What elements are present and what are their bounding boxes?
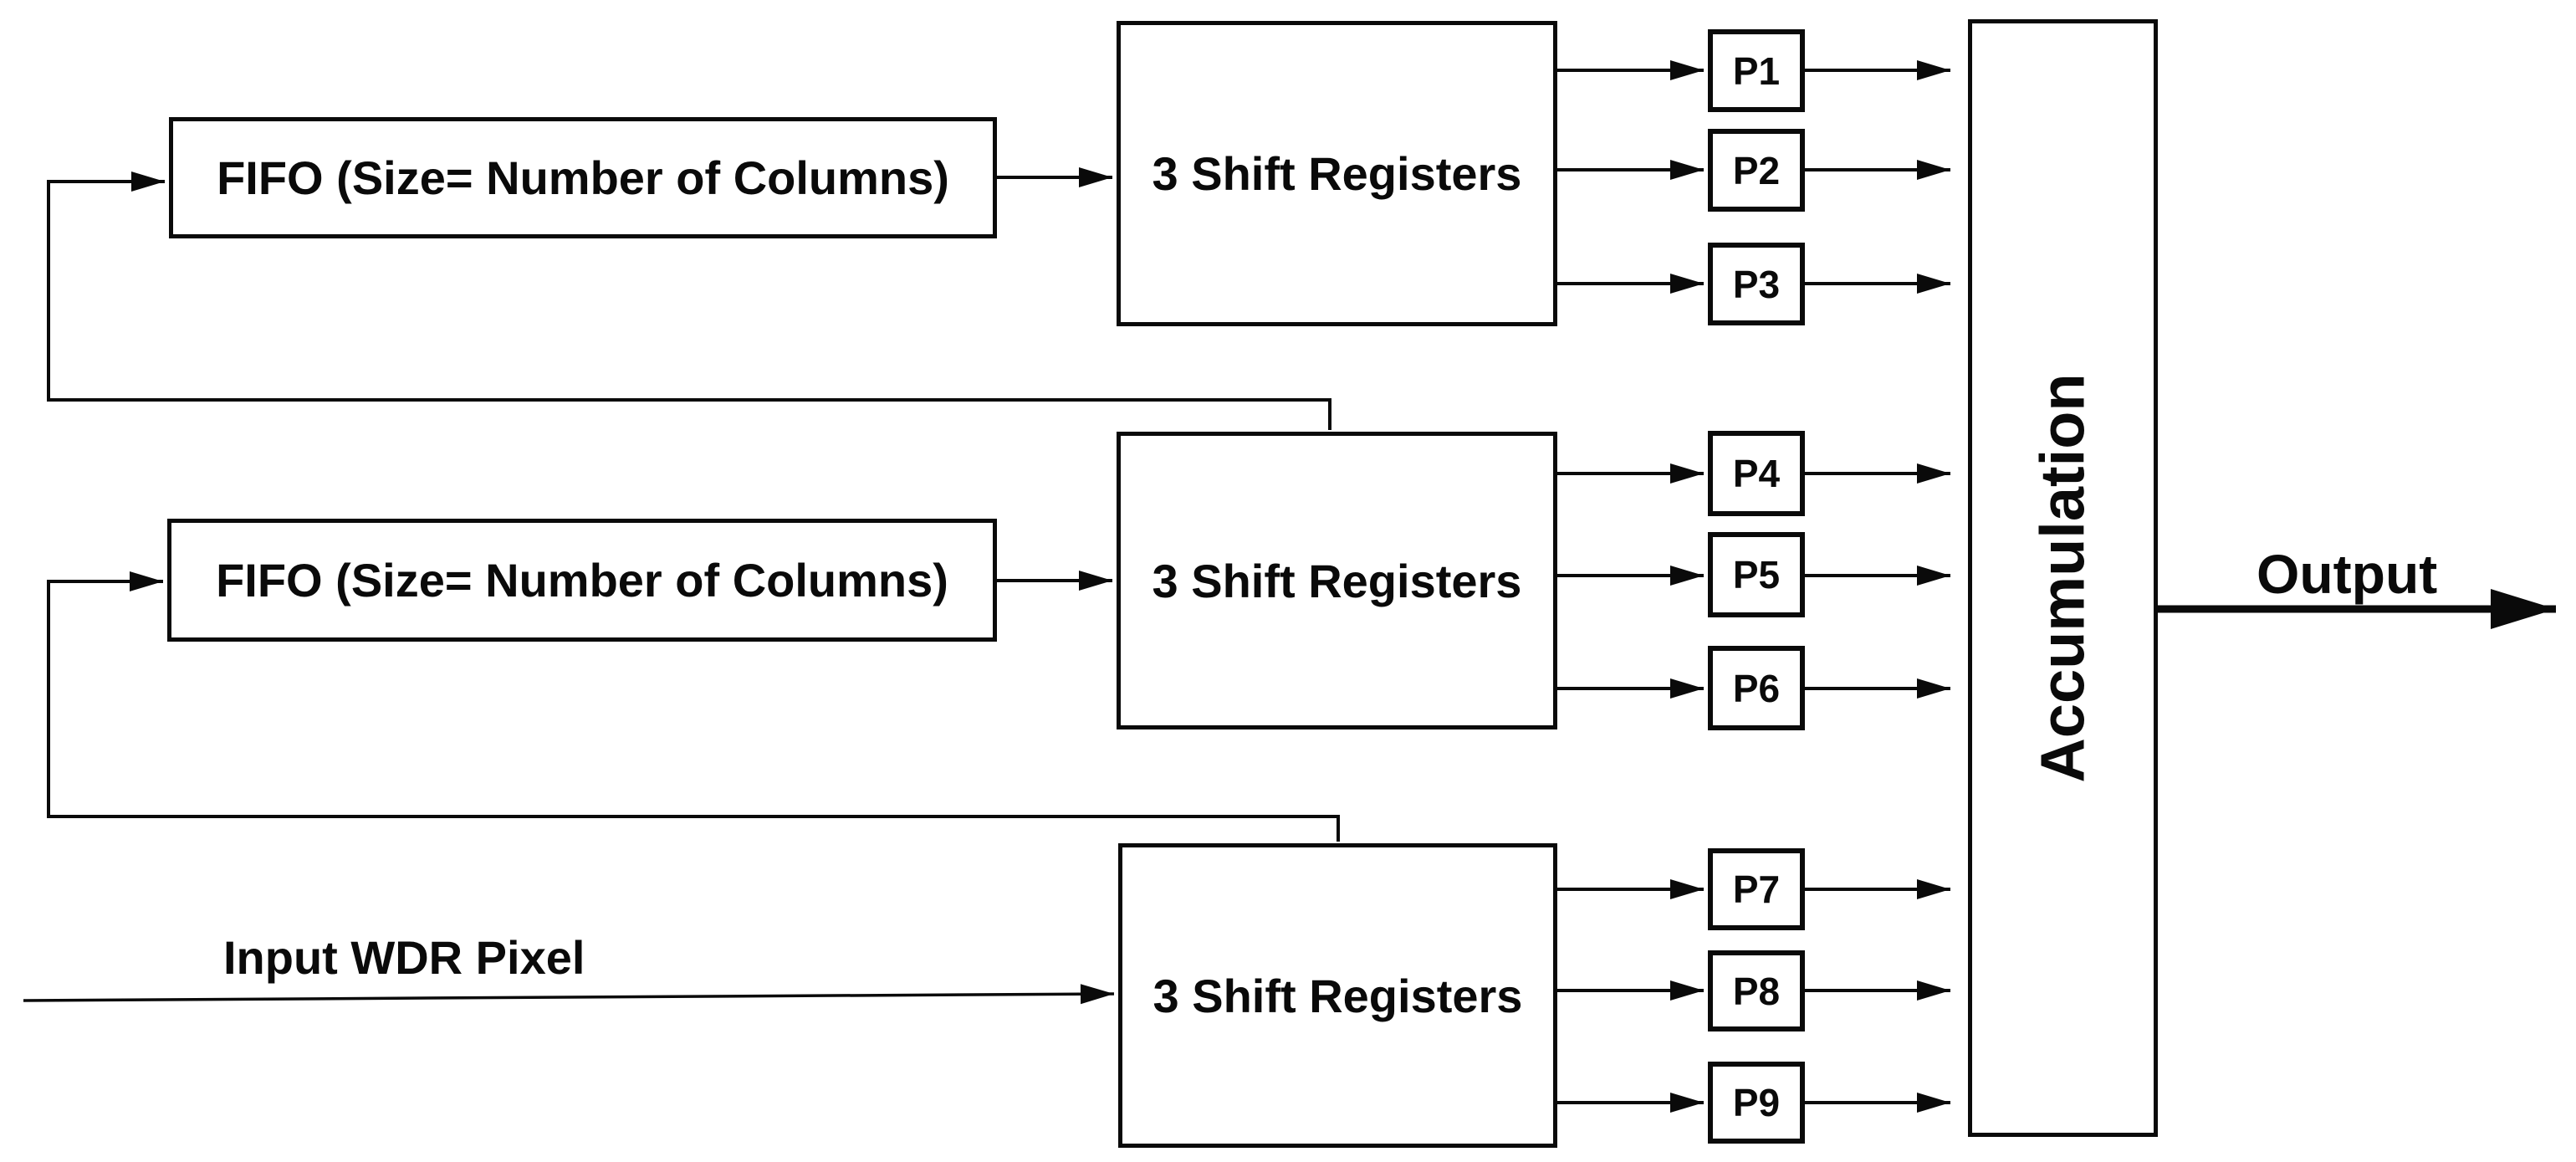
accumulation-block (1968, 19, 2158, 1137)
shift-registers-bottom-label: 3 Shift Registers (1153, 969, 1523, 1022)
shift-registers-middle-label: 3 Shift Registers (1152, 554, 1522, 607)
p-register-label-5: P5 (1732, 553, 1781, 596)
wire-sr-bottom-to-fifo-middle (47, 571, 1340, 842)
shift-registers-top-label: 3 Shift Registers (1152, 147, 1522, 200)
p-register-box-9: P9 (1708, 1062, 1805, 1144)
p-register-label-3: P3 (1732, 262, 1781, 306)
p-register-box-8: P8 (1708, 950, 1805, 1031)
p-register-box-5: P5 (1708, 532, 1805, 617)
p-register-box-1: P1 (1708, 29, 1805, 112)
p-register-box-6: P6 (1708, 646, 1805, 730)
p-register-label-6: P6 (1732, 666, 1781, 710)
fifo-top-block: FIFO (Size= Number of Columns) (169, 117, 997, 238)
input-wdr-pixel-line (23, 984, 1115, 1005)
output-label: Output (2257, 543, 2438, 605)
wire-sr-middle-to-fifo-top (47, 171, 1331, 430)
shift-registers-bottom-block: 3 Shift Registers (1118, 843, 1557, 1148)
accumulation-label: Accumulation (2027, 373, 2098, 783)
p-register-label-1: P1 (1732, 49, 1781, 93)
p-register-box-4: P4 (1708, 431, 1805, 516)
p-register-label-8: P8 (1732, 969, 1781, 1013)
p-register-box-3: P3 (1708, 243, 1805, 325)
p-register-label-2: P2 (1732, 148, 1781, 192)
fifo-middle-label: FIFO (Size= Number of Columns) (216, 554, 948, 607)
p-register-box-2: P2 (1708, 129, 1805, 212)
p-register-box-7: P7 (1708, 848, 1805, 930)
shift-registers-middle-block: 3 Shift Registers (1117, 432, 1557, 729)
p-register-label-7: P7 (1732, 868, 1781, 911)
shift-registers-top-block: 3 Shift Registers (1117, 21, 1557, 326)
fifo-middle-block: FIFO (Size= Number of Columns) (167, 519, 997, 642)
fifo-top-label: FIFO (Size= Number of Columns) (217, 151, 949, 204)
input-wdr-pixel-label: Input WDR Pixel (223, 931, 585, 984)
p-register-label-4: P4 (1732, 452, 1781, 495)
p-register-label-9: P9 (1732, 1081, 1781, 1124)
